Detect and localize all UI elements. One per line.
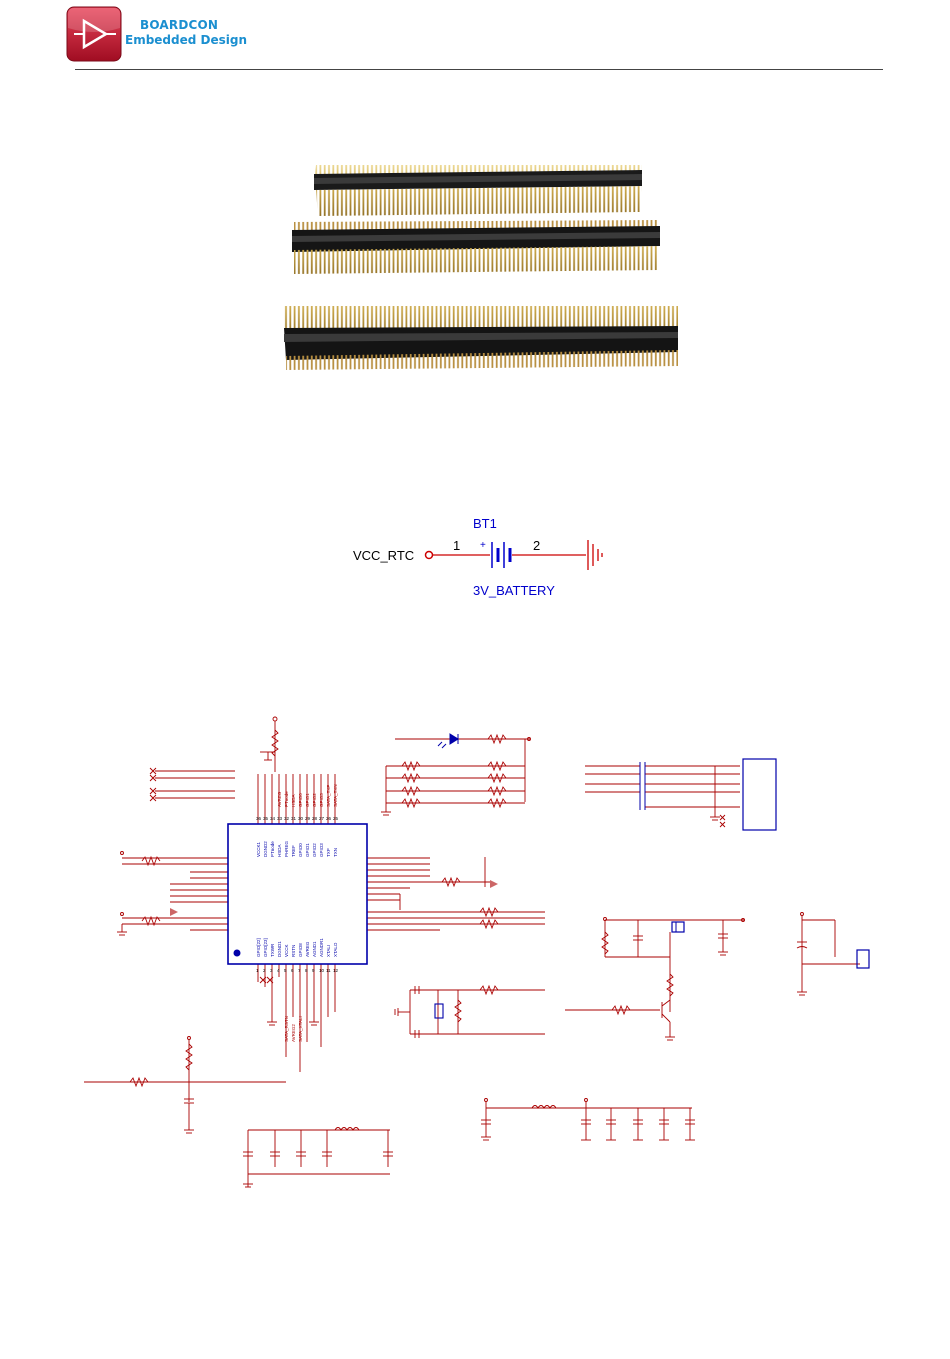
pin-header-3 [284,306,678,370]
brand-tagline: Embedded Design [125,33,248,47]
ic-pin-number: 28 [312,816,318,821]
ic-pin-label: PTnode [270,841,275,857]
pin-1-label: 1 [453,538,460,553]
ic-pin-label: TXP [326,848,331,857]
ic-pin-number: 29 [305,816,311,821]
ic-pin-label: GPIO[23] [263,938,268,957]
mosfet-icon [671,921,685,933]
net-label: GPIO1 [305,793,310,807]
ic-pin-number: 27 [319,816,325,821]
net-label: GPIO2 [312,793,317,807]
ic-pin-number: 10 [319,968,325,973]
ic-pin-number: 1 [256,968,259,973]
ic-pin-label: PHREG [284,840,289,857]
battery-ref: BT1 [473,516,497,531]
ic-pin-label: TXN [333,848,338,857]
net-label: PTnode [284,791,289,807]
ic-pin-number: 3 [270,968,273,973]
plus-sign: + [480,540,486,551]
net-label: GPIO3 [319,793,324,807]
ic-pin-number: 7 [298,968,301,973]
ic-pin-label: VCCK1 [256,841,261,857]
ic-pin-label: XTALO [333,942,338,957]
ic-pin-label: DGND2 [263,841,268,857]
ic-pin-label: XTALI [326,945,331,957]
pin-2-label: 2 [533,538,540,553]
ic-pin-label: HSDA [277,844,282,857]
net-label: SATA_TXP [326,785,331,807]
ic-pin-label: AGNDR1 [319,938,324,957]
ic-pin-number: 9 [312,968,315,973]
net-label: AVREG2 [291,1024,296,1042]
net-label: SATA_XTALI [298,1016,303,1042]
led-icon [449,733,459,745]
ic-pin-label: GPIO2 [312,843,317,857]
net-label: SATA_RSTN [284,1016,289,1042]
net-port-icon [424,550,434,560]
ic-pin-number: 32 [284,816,290,821]
net-label: AVREG [277,791,282,807]
ic-pin-label: AGND1 [312,941,317,957]
ic-pin-label: TXWR [270,943,275,957]
pin-header-1 [314,165,642,216]
pin-header-2 [292,220,660,274]
rj-connector-icon [742,758,777,831]
ic-pin-number: 25 [333,816,339,821]
ic-pin-number: 26 [326,816,332,821]
ic-pin-number: 5 [284,968,287,973]
ic-pin-label: GPIO0 [298,843,303,857]
ic-pin-label: GPIO8 [298,943,303,957]
ic-pin-label: RSTN [291,945,296,957]
net-label: GPIO0 [298,793,303,807]
battery-icon [491,542,512,568]
crystal-icon [434,1003,444,1019]
ic-pin-number: 6 [291,968,294,973]
boardcon-logo [66,6,122,62]
ic-pin-number: 33 [277,816,283,821]
ic-pin-label: GPIO1 [305,843,310,857]
ic-pin-number: 36 [256,816,262,821]
ground-icon [587,540,603,570]
ic-pin-number: 34 [270,816,276,821]
ic-pin-label: AVREG [305,941,310,957]
connector-icon [856,949,870,969]
ic-pin-number: 2 [263,968,266,973]
ic-pin-label: TREF [291,845,296,857]
ic-pin-number: 11 [326,968,331,973]
pin-headers-photo [284,165,678,370]
ic-pin-number: 12 [333,968,339,973]
net-label: HSDA [291,794,296,807]
ic-pin-label: DGND1 [277,941,282,957]
battery-value: 3V_BATTERY [473,583,555,598]
header-divider [75,69,883,70]
controller-ic-icon [227,823,368,965]
ic-pin-label: VCCK [284,944,289,957]
ic-pin-number: 30 [298,816,304,821]
ic-pin-number: 35 [263,816,269,821]
brand-name: BOARDCON [140,18,219,32]
ic-pin-number: 8 [305,968,308,973]
net-label-vcc-rtc: VCC_RTC [353,548,414,563]
battery-schematic: BT1 VCC_RTC 1 + 2 3V_BATTERY [353,516,603,598]
ic-pin-label: GPIO[22] [256,938,261,957]
net-label: SATA_TXN [333,784,338,807]
ic-pin-label: GPIO3 [319,843,324,857]
ic-pin-number: 31 [291,816,297,821]
ic-pin-number: 4 [277,968,280,973]
